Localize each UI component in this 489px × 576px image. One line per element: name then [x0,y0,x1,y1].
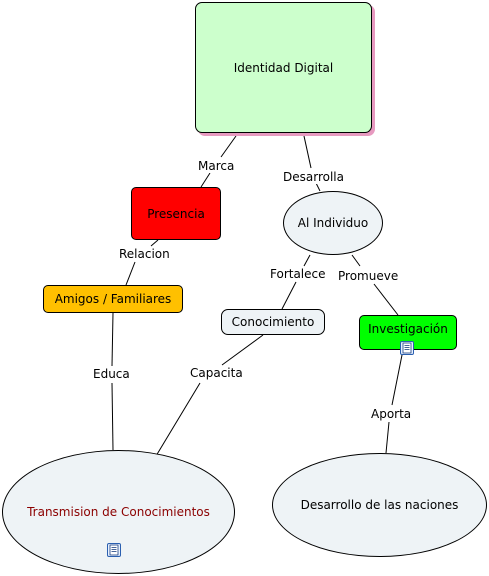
line-conocimiento-capacita [221,334,264,366]
document-icon[interactable] [107,543,121,557]
node-conocimiento-label: Conocimiento [231,315,315,329]
line-educa-transmision [111,382,114,451]
line-aporta-desarrollo [385,421,390,454]
link-label-relacion: Relacion [117,247,172,261]
link-label-fortalece: Fortalece [268,267,328,281]
node-presencia-label: Presencia [147,206,205,221]
node-identidad-digital[interactable]: Identidad Digital [195,2,372,133]
node-al-individuo-label: Al Individuo [297,216,369,230]
line-individuo-fortalece [303,254,311,267]
line-relacion-amigos [125,261,136,286]
node-amigos-familiares[interactable]: Amigos / Familiares [43,285,183,313]
link-label-capacita: Capacita [188,366,245,380]
line-presencia-relacion [150,239,159,247]
link-label-promueve: Promueve [336,269,401,283]
node-al-individuo[interactable]: Al Individuo [283,191,383,255]
link-label-educa: Educa [91,367,132,381]
line-identidad-desarrolla [303,135,312,169]
line-investigacion-aporta [391,349,404,406]
node-transmision-conocimientos-label: Transmision de Conocimientos [27,505,210,519]
line-desarrolla-individuo [315,182,321,192]
link-label-desarrolla: Desarrolla [281,170,346,184]
node-presencia[interactable]: Presencia [131,187,221,240]
line-individuo-promueve [351,254,361,267]
link-label-marca: Marca [196,159,237,173]
node-conocimiento[interactable]: Conocimiento [221,309,325,335]
node-investigacion[interactable]: Investigación [359,315,457,350]
document-icon[interactable] [400,341,414,355]
line-fortalece-conocimiento [281,281,297,310]
line-marca-presencia [200,172,211,188]
link-label-aporta: Aporta [369,407,414,421]
line-amigos-educa [111,312,114,367]
node-amigos-familiares-label: Amigos / Familiares [54,292,172,306]
line-identidad-marca [220,135,237,158]
node-desarrollo-naciones-label: Desarrollo de las naciones [300,498,459,512]
line-capacita-transmision [155,382,201,457]
node-desarrollo-naciones[interactable]: Desarrollo de las naciones [272,453,487,557]
line-promueve-investigacion [373,283,399,316]
node-identidad-digital-label: Identidad Digital [233,60,334,75]
node-investigacion-label: Investigación [368,322,448,336]
